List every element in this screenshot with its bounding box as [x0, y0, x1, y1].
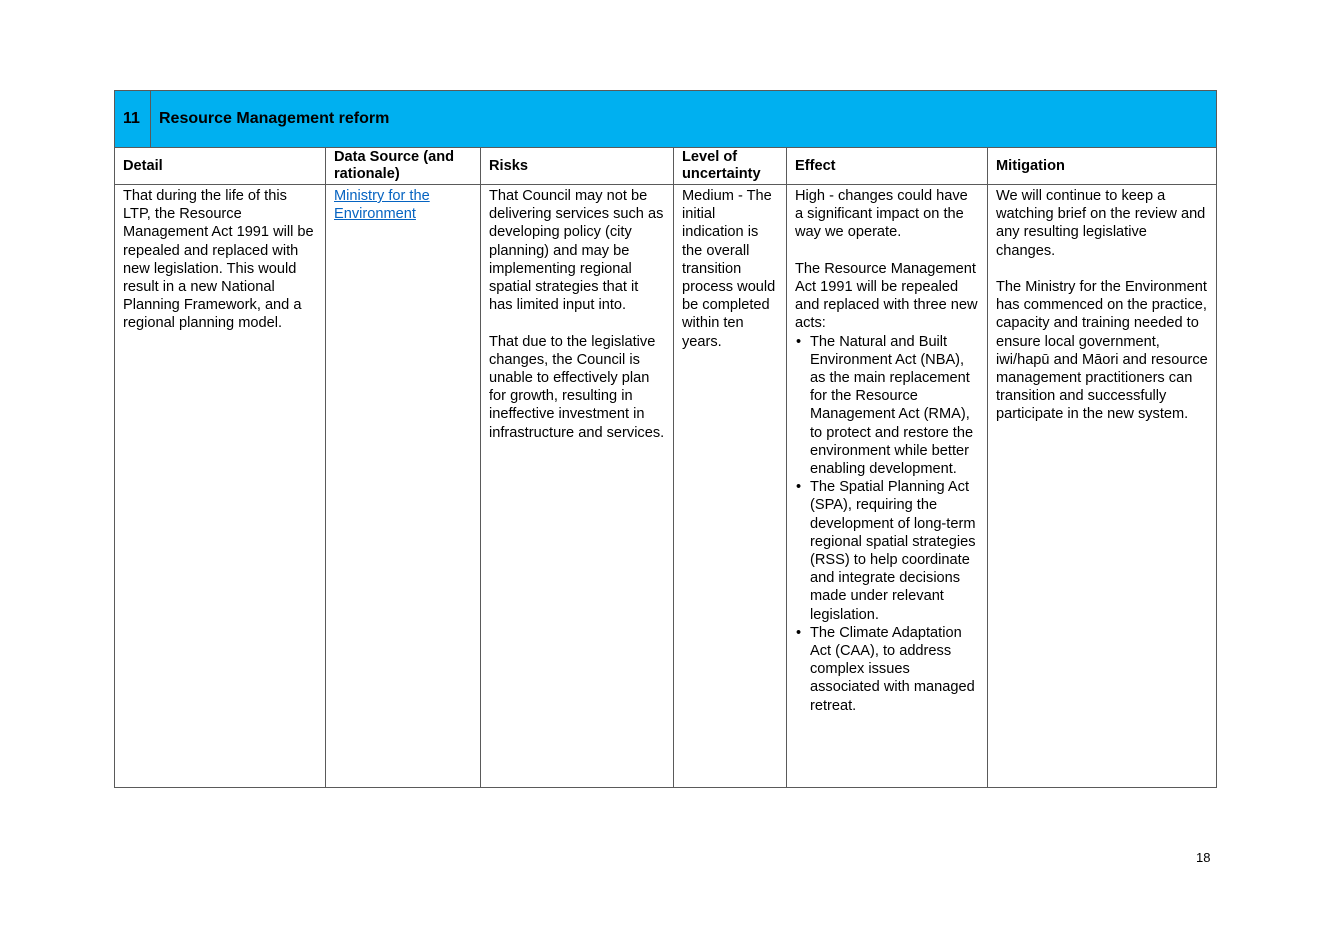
- uncertainty-cell: Medium - The initial indication is the o…: [673, 184, 787, 788]
- header-data-source: Data Source (and rationale): [325, 147, 481, 185]
- detail-text: That during the life of this LTP, the Re…: [123, 188, 314, 332]
- risk-table: 11 Resource Management reform Detail Dat…: [114, 90, 1218, 788]
- effect-bullet-list: The Natural and Built Environment Act (N…: [795, 333, 979, 715]
- detail-cell: That during the life of this LTP, the Re…: [114, 184, 326, 788]
- data-source-cell: Ministry for the Environment: [325, 184, 481, 788]
- list-item: The Natural and Built Environment Act (N…: [796, 333, 979, 479]
- effect-cell: High - changes could have a significant …: [786, 184, 988, 788]
- header-effect: Effect: [786, 147, 988, 185]
- risk-paragraph: That Council may not be delivering servi…: [489, 188, 664, 314]
- table-row: That during the life of this LTP, the Re…: [114, 184, 1218, 788]
- risks-cell: That Council may not be delivering servi…: [480, 184, 674, 788]
- page-number: 18: [1196, 850, 1211, 865]
- section-title-row: 11 Resource Management reform: [114, 90, 1218, 148]
- effect-paragraph: The Resource Management Act 1991 will be…: [795, 260, 978, 332]
- uncertainty-text: Medium - The initial indication is the o…: [682, 188, 776, 350]
- risk-paragraph: That due to the legislative changes, the…: [489, 333, 665, 441]
- mitigation-cell: We will continue to keep a watching brie…: [986, 184, 1218, 788]
- section-title: Resource Management reform: [149, 90, 1218, 148]
- header-detail: Detail: [114, 147, 326, 185]
- list-item: The Spatial Planning Act (SPA), requirin…: [796, 478, 979, 624]
- mitigation-paragraph: The Ministry for the Environment has com…: [996, 279, 1208, 423]
- effect-paragraph: High - changes could have a significant …: [795, 188, 968, 241]
- header-uncertainty: Level of uncertainty: [673, 147, 787, 185]
- column-header-row: Detail Data Source (and rationale) Risks…: [114, 147, 1218, 185]
- header-risks: Risks: [480, 147, 674, 185]
- mitigation-paragraph: We will continue to keep a watching brie…: [996, 188, 1206, 259]
- header-mitigation: Mitigation: [986, 147, 1218, 185]
- section-number: 11: [114, 90, 151, 148]
- data-source-link[interactable]: Ministry for the Environment: [334, 188, 430, 223]
- list-item: The Climate Adaptation Act (CAA), to add…: [796, 624, 979, 715]
